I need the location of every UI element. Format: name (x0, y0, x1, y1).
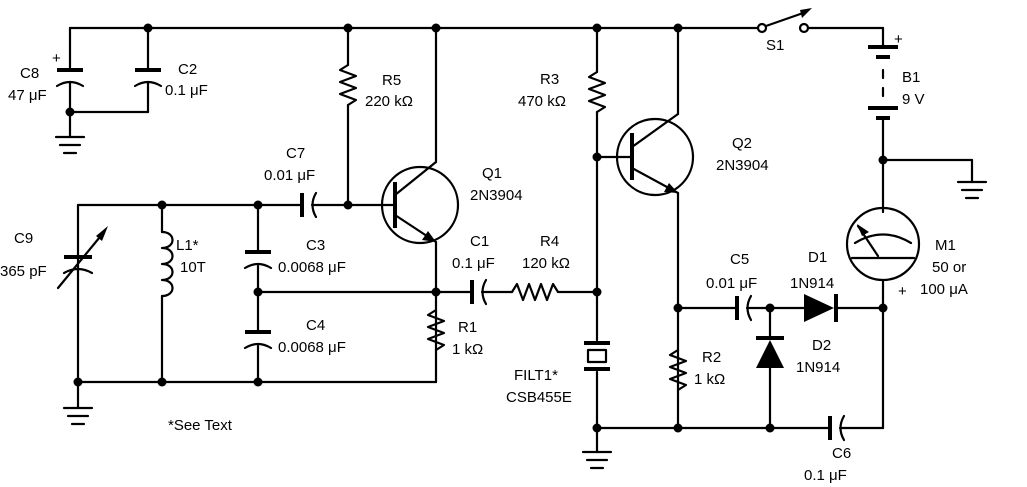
capacitor-c7: C7 0.01 μF (256, 145, 350, 219)
r1-ref-label: R1 (458, 319, 477, 336)
capacitor-c5: C5 0.01 μF (676, 251, 806, 322)
capacitor-c8: + C8 47 μF (8, 26, 85, 114)
resistor-r5: R5 220 kΩ (338, 26, 413, 207)
junction-dots (65, 23, 888, 433)
c1-value-label: 0.1 μF (452, 255, 495, 272)
m1-ref-label: M1 (935, 237, 956, 254)
capacitor-c1: C1 0.1 μF (434, 233, 514, 306)
diode-d1: D1 1N914 (790, 249, 885, 322)
c5-value-label: 0.01 μF (706, 275, 757, 292)
resistor-r4: R4 120 kΩ (510, 233, 599, 302)
c7-ref-label: C7 (286, 145, 305, 162)
diode-d2: D2 1N914 (756, 306, 840, 430)
variable-capacitor-c9: C9 365 pF (0, 226, 108, 290)
ground-symbol-battery (881, 158, 988, 200)
c2-value-label: 0.1 μF (165, 82, 208, 99)
filt1-ref-label: FILT1* (514, 367, 558, 384)
c3-ref-label: C3 (306, 237, 325, 254)
d2-ref-label: D2 (812, 337, 831, 354)
r2-ref-label: R2 (702, 349, 721, 366)
ground-symbol-c8 (54, 110, 86, 155)
m1-value-line1: 50 or (932, 259, 966, 276)
capacitor-c2: C2 0.1 μF (68, 26, 208, 114)
c8-value-label: 47 μF (8, 87, 47, 104)
q1-ref-label: Q1 (482, 165, 502, 182)
b1-value-label: 9 V (902, 91, 925, 108)
c8-plus-sign: + (52, 50, 61, 67)
ceramic-filter-filt1: FILT1* CSB455E (506, 341, 610, 430)
r5-ref-label: R5 (382, 72, 401, 89)
r1-value-label: 1 kΩ (452, 341, 483, 358)
c5-ref-label: C5 (730, 251, 749, 268)
capacitor-c4: C4 0.0068 μF (243, 317, 346, 356)
resistor-r3: R3 470 kΩ (518, 26, 607, 342)
ground-symbol-filt1 (581, 426, 613, 470)
r5-value-label: 220 kΩ (365, 93, 413, 110)
c9-value-label: 365 pF (0, 263, 47, 280)
footnote-text: *See Text (168, 417, 233, 434)
m1-plus-sign: + (898, 283, 907, 300)
m1-value-line2: 100 μA (920, 281, 968, 298)
c9-ref-label: C9 (14, 230, 33, 247)
capacitor-c3: C3 0.0068 μF (243, 237, 346, 276)
transistor-q1: Q1 2N3904 (346, 26, 523, 384)
d2-value-label: 1N914 (796, 359, 840, 376)
l1-ref-label: L1* (176, 237, 199, 254)
c1-ref-label: C1 (470, 233, 489, 250)
meter-m1: + M1 50 or 100 μA (845, 206, 968, 310)
c7-value-label: 0.01 μF (264, 167, 315, 184)
d1-ref-label: D1 (808, 249, 827, 266)
transistor-q2: Q2 2N3904 (595, 26, 769, 430)
filt1-value-label: CSB455E (506, 389, 572, 406)
c4-value-label: 0.0068 μF (278, 339, 346, 356)
b1-ref-label: B1 (902, 69, 920, 86)
q2-value-label: 2N3904 (716, 157, 769, 174)
capacitor-c6: C6 0.1 μF (595, 306, 885, 484)
d1-value-label: 1N914 (790, 275, 834, 292)
s1-ref-label: S1 (766, 37, 784, 54)
q1-value-label: 2N3904 (470, 187, 523, 204)
b1-plus-sign: + (894, 31, 903, 48)
c3-value-label: 0.0068 μF (278, 259, 346, 276)
c6-value-label: 0.1 μF (804, 467, 847, 484)
inductor-l1: L1* 10T (160, 203, 206, 384)
c6-ref-label: C6 (832, 445, 851, 462)
l1-value-label: 10T (180, 259, 206, 276)
q2-ref-label: Q2 (732, 135, 752, 152)
ground-symbol-tank (62, 380, 94, 426)
battery-b1: + B1 9 V (868, 31, 925, 214)
r3-ref-label: R3 (540, 71, 559, 88)
r4-ref-label: R4 (540, 233, 559, 250)
resistor-r1: R1 1 kΩ (426, 308, 483, 358)
supply-rail (68, 26, 885, 47)
r2-value-label: 1 kΩ (694, 371, 725, 388)
r4-value-label: 120 kΩ (522, 255, 570, 272)
c2-ref-label: C2 (178, 61, 197, 78)
r3-value-label: 470 kΩ (518, 93, 566, 110)
resistor-r2: R2 1 kΩ (668, 348, 725, 392)
c4-ref-label: C4 (306, 317, 325, 334)
switch-s1: S1 (756, 8, 812, 54)
c8-ref-label: C8 (20, 65, 39, 82)
